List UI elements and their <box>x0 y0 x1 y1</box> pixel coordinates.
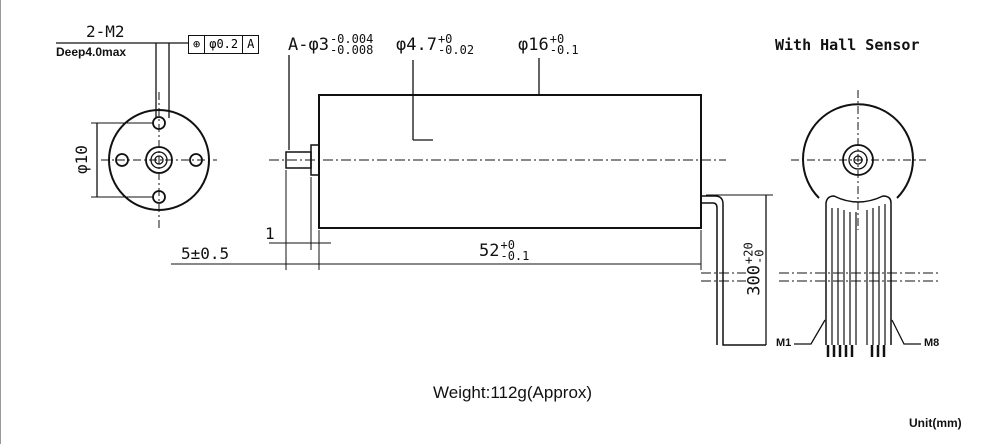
shaft-diameter-dim: A-φ3-0.004-0.008 <box>288 32 374 57</box>
body-lower-tol: -0.1 <box>549 43 579 57</box>
flange-length-dim: 1 <box>265 224 275 243</box>
shaft-length-dim: 5±0.5 <box>181 244 230 263</box>
hall-sensor-title: With Hall Sensor <box>775 36 920 54</box>
position-tolerance-frame: ⊕ φ0.2 A <box>188 35 260 54</box>
datum-label: A <box>247 37 255 51</box>
lead-length-lower-tol: -0 <box>752 249 767 264</box>
wire-m8-label: M8 <box>924 337 940 349</box>
depth-label: Deep4.0max <box>56 45 127 59</box>
diameter-10-label: φ10 <box>71 145 91 174</box>
tolerance-value: φ0.2 <box>205 36 244 53</box>
body-upper-tol: +0 <box>549 32 565 46</box>
side-view <box>171 55 773 346</box>
body-dim-label: φ16 <box>518 35 549 55</box>
weight-label: Weight:112g(Approx) <box>433 383 593 402</box>
step-lower-tol: -0.02 <box>437 43 475 57</box>
unit-label: Unit(mm) <box>909 416 962 430</box>
shaft-lower-tol: -0.008 <box>329 43 374 57</box>
position-symbol-icon: ⊕ <box>189 36 206 53</box>
body-length-lower-tol: -0.1 <box>500 249 530 263</box>
front-end-view <box>56 42 217 228</box>
body-length-dim: 52+0-0.1 <box>479 238 530 263</box>
lead-length-dim: 300+20-0 <box>742 242 767 296</box>
thread-label: 2-M2 <box>86 22 125 41</box>
step-diameter-dim: φ4.7+0-0.02 <box>396 32 475 57</box>
shaft-dim-label: A-φ3 <box>288 35 329 55</box>
wire-m1-label: M1 <box>776 337 792 349</box>
step-upper-tol: +0 <box>437 32 453 46</box>
step-dim-label: φ4.7 <box>396 35 437 55</box>
body-diameter-dim: φ16+0-0.1 <box>518 32 579 57</box>
lead-length-label: 300 <box>744 264 765 296</box>
body-length-label: 52 <box>479 241 500 261</box>
body-length-upper-tol: +0 <box>500 238 515 252</box>
hall-sensor-view <box>779 90 941 357</box>
shaft-upper-tol: -0.004 <box>329 32 374 46</box>
